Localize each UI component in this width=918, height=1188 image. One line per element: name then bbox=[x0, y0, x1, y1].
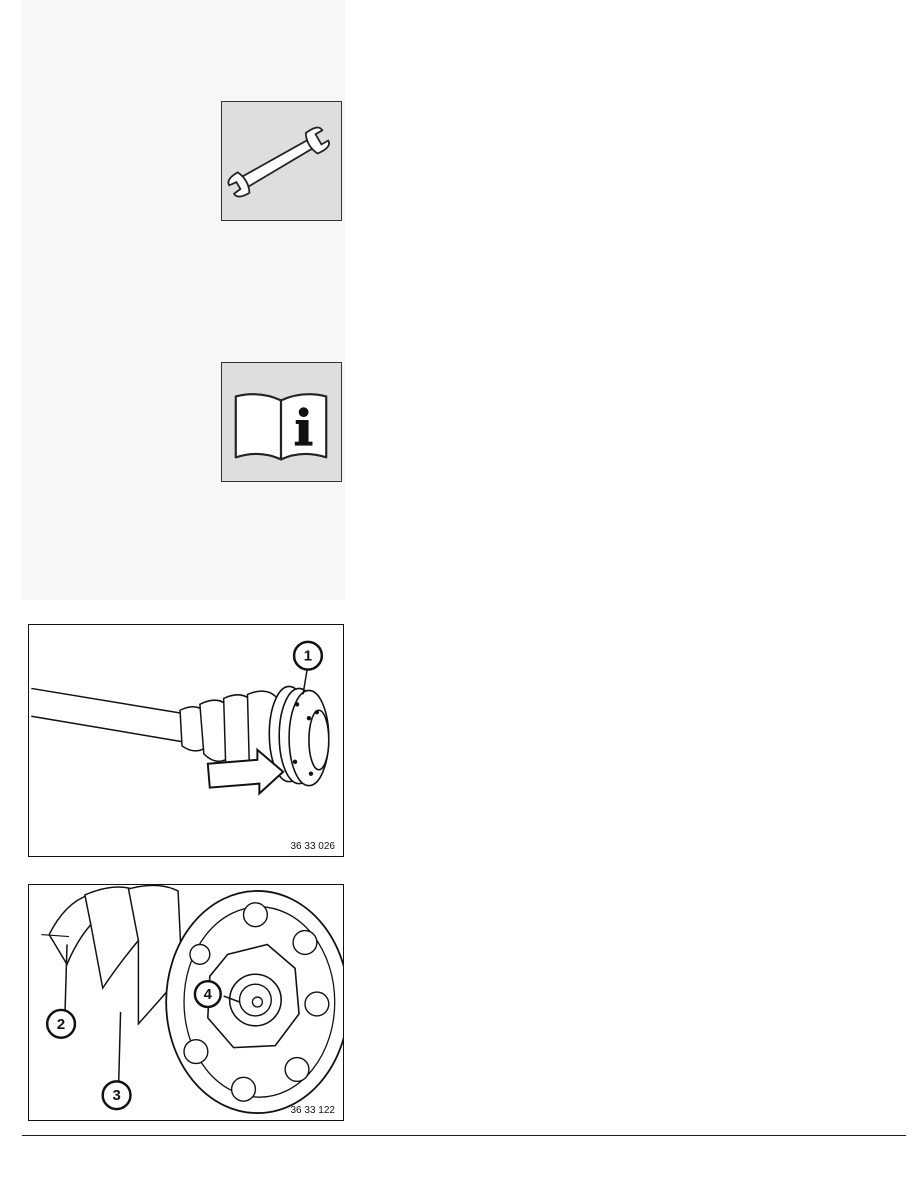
callout-4 bbox=[193, 979, 222, 1009]
wrench-icon bbox=[221, 101, 342, 221]
left-margin-panel bbox=[22, 0, 345, 600]
info-book-icon bbox=[221, 362, 342, 482]
footer-rule bbox=[22, 1135, 906, 1136]
figure-cv-joint-detail: 4 2 3 36 33 122 bbox=[28, 884, 344, 1121]
figure-code: 36 33 122 bbox=[290, 1105, 336, 1116]
callout-3-label: 3 bbox=[112, 1088, 120, 1104]
callout-2 bbox=[45, 1008, 77, 1039]
callout-2-label: 2 bbox=[57, 1017, 65, 1033]
callout-3 bbox=[101, 1080, 132, 1111]
figure-drive-shaft-joint: 1 36 33 026 bbox=[28, 624, 344, 857]
figure-code: 36 33 026 bbox=[290, 841, 336, 852]
callout-1 bbox=[292, 640, 324, 671]
callout-4-label: 4 bbox=[204, 987, 213, 1003]
callout-1-label: 1 bbox=[304, 649, 312, 665]
